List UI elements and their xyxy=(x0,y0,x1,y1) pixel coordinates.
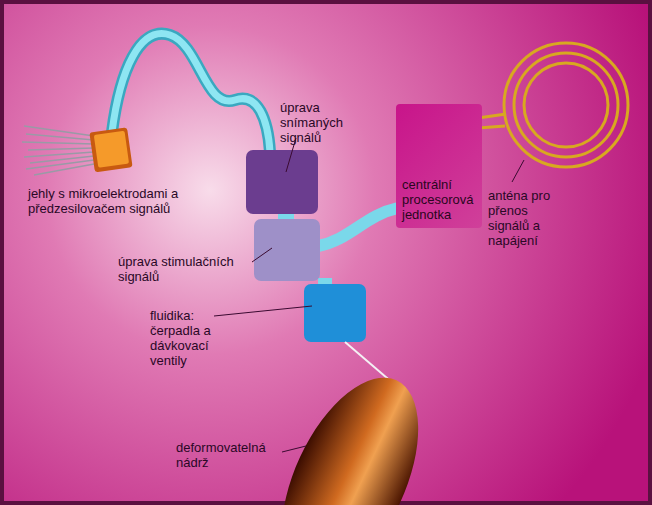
cpu-box: centrální procesorová jednotka xyxy=(396,104,482,228)
ribbon-cable xyxy=(112,34,270,152)
cpu-link xyxy=(318,208,398,246)
part-label: úprava stimulačních signálů xyxy=(118,254,250,284)
electrode-chip xyxy=(89,127,132,172)
antenna xyxy=(478,43,628,167)
tube xyxy=(345,342,394,384)
part-label: fluidika: čerpadla a dávkovací ventily xyxy=(150,308,242,368)
part-label: deformovatelná nádrž xyxy=(176,440,280,470)
ribbon-highlight xyxy=(112,34,270,152)
part-label: anténa pro přenos signálů a napájení xyxy=(488,188,562,248)
fluidics-module xyxy=(304,284,366,342)
part-label: jehly s mikroelektrodami a předzesilovač… xyxy=(28,186,206,216)
sensing-module xyxy=(246,150,318,214)
needles xyxy=(22,126,94,175)
part-label: úprava snímaných signálů xyxy=(280,100,386,145)
stimulation-module xyxy=(254,219,320,281)
node-label: centrální procesorová jednotka xyxy=(402,177,476,222)
reservoir xyxy=(254,357,447,505)
